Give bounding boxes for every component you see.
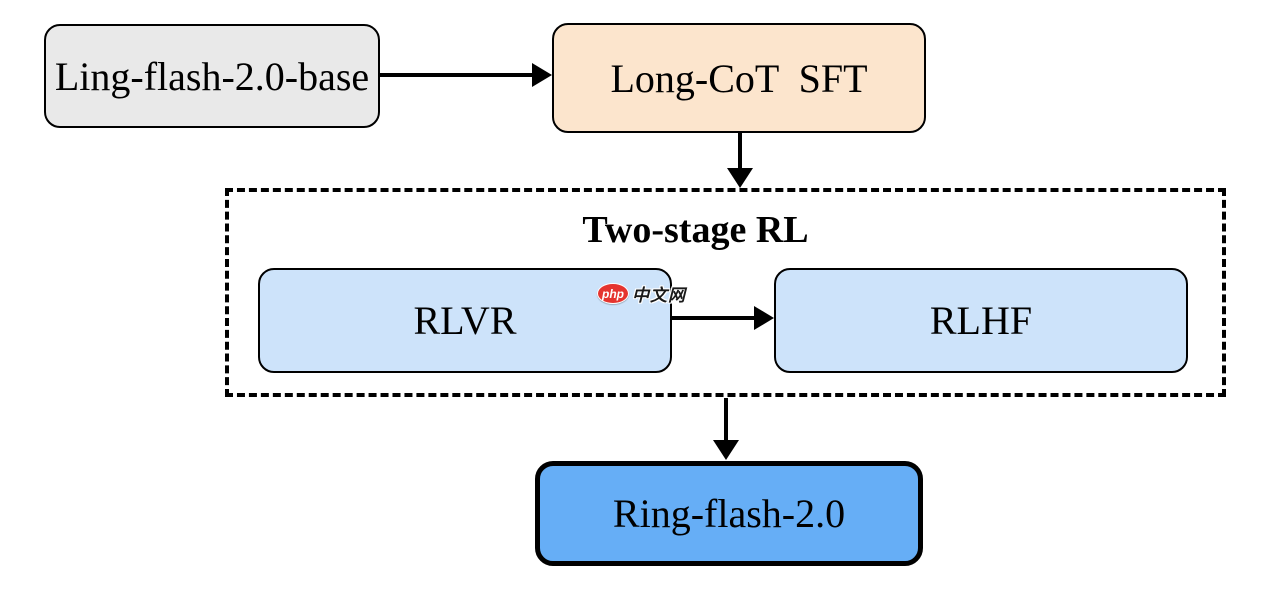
arrow-shaft — [724, 398, 728, 440]
node-rlhf: RLHF — [774, 268, 1188, 373]
arrow-shaft — [380, 73, 532, 77]
two-stage-rl-group: Two-stage RL RLVR RLHF — [225, 188, 1226, 397]
arrow-base-to-sft — [380, 63, 552, 87]
node-ring-flash: Ring-flash-2.0 — [535, 461, 923, 566]
arrow-rlvr-to-rlhf — [672, 306, 774, 330]
php-cn-watermark: php 中文网 — [597, 281, 686, 306]
group-title: Two-stage RL — [582, 209, 809, 251]
arrow-sft-to-rl-group — [727, 132, 753, 188]
php-logo-icon: php — [597, 283, 629, 304]
arrow-rl-group-to-ring — [713, 398, 739, 460]
watermark-site-label: 中文网 — [632, 286, 686, 305]
node-ling-flash-base: Ling-flash-2.0-base — [44, 24, 380, 128]
arrowhead-right-icon — [754, 306, 774, 330]
arrowhead-right-icon — [532, 63, 552, 87]
arrowhead-down-icon — [713, 440, 739, 460]
arrowhead-down-icon — [727, 168, 753, 188]
arrow-shaft — [738, 132, 742, 168]
arrow-shaft — [672, 316, 754, 320]
node-long-cot-sft: Long-CoT SFT — [552, 23, 926, 133]
